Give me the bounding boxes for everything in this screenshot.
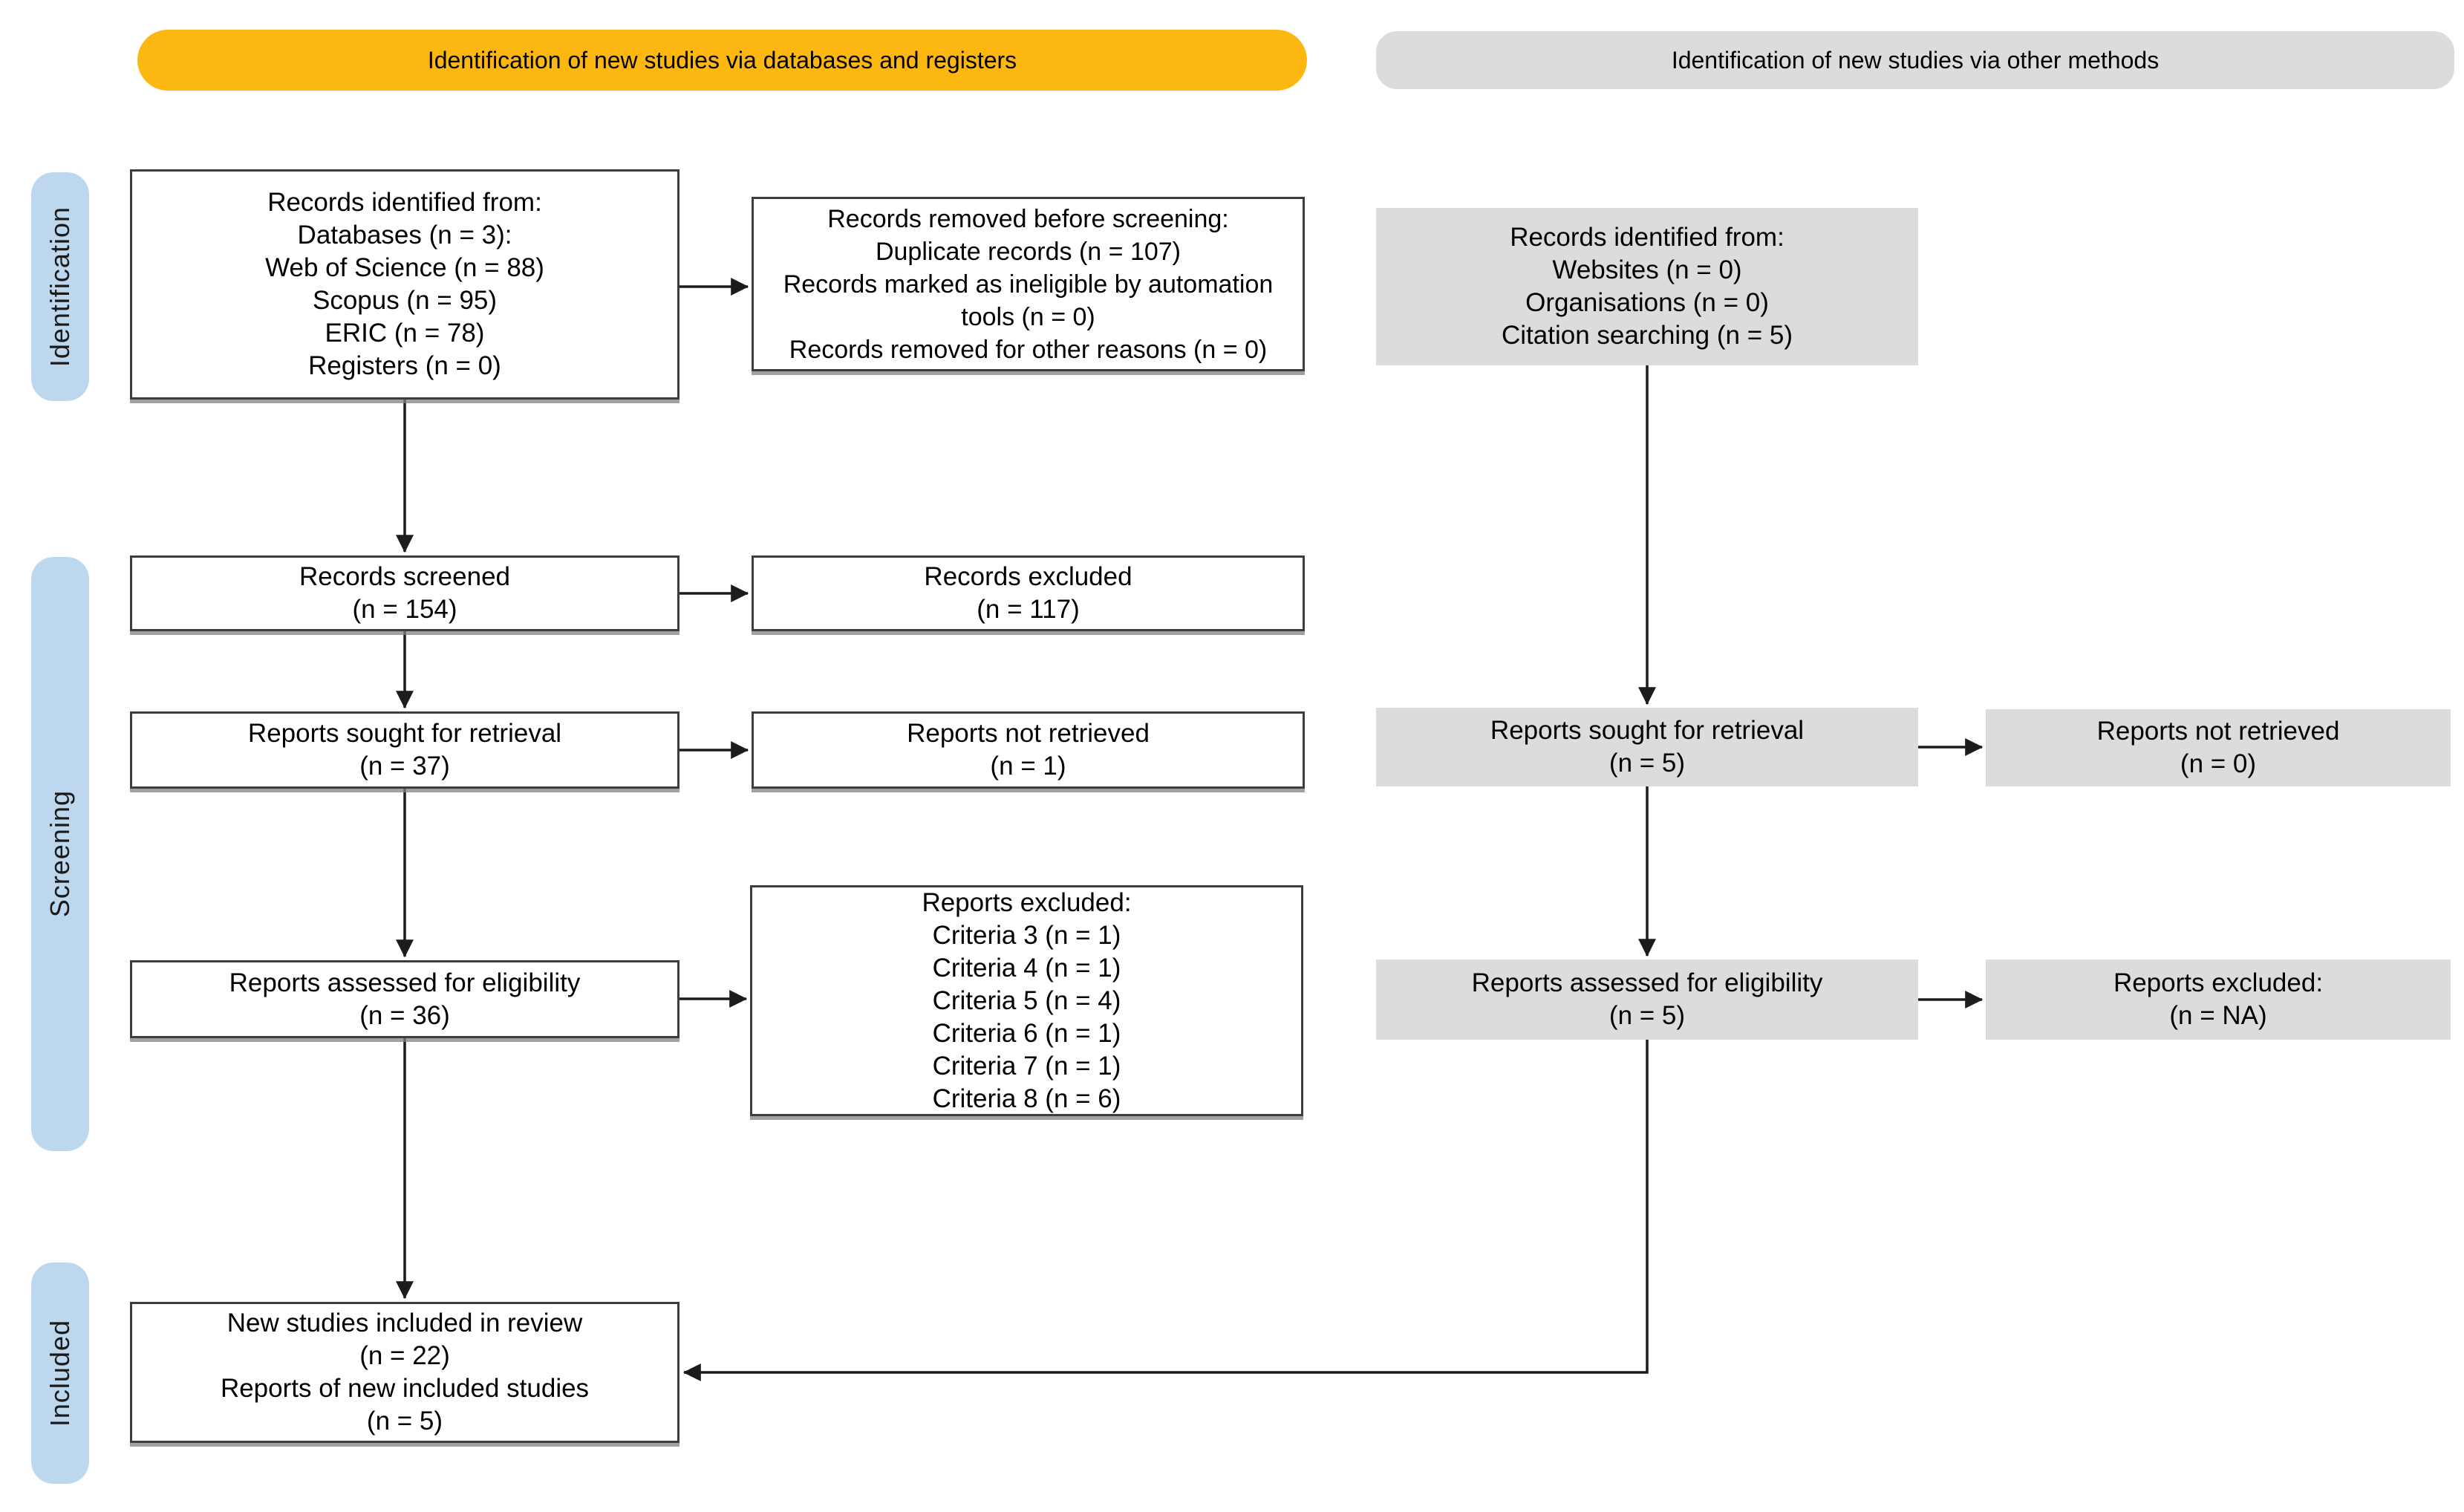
- text-line: Reports assessed for eligibility: [1471, 968, 1823, 997]
- stage-identification: Identification: [31, 172, 89, 401]
- text-line: (n = 5): [366, 1407, 443, 1436]
- box-reports-excluded-criteria: Reports excluded: Criteria 3 (n = 1) Cri…: [750, 885, 1303, 1116]
- text-line: Records removed for other reasons (n = 0…: [789, 335, 1268, 364]
- box-reports-not-retrieved: Reports not retrieved (n = 1): [752, 711, 1305, 789]
- text-line: ERIC (n = 78): [325, 319, 485, 348]
- stage-included: Included: [31, 1262, 89, 1484]
- box-records-excluded: Records excluded (n = 117): [752, 555, 1305, 631]
- text-line: Reports sought for retrieval: [1490, 716, 1805, 745]
- box-records-removed-before-screening: Records removed before screening: Duplic…: [752, 197, 1305, 371]
- box-reports-sought: Reports sought for retrieval (n = 37): [130, 711, 679, 789]
- text-line: Records identified from:: [1510, 223, 1785, 252]
- text-line: Scopus (n = 95): [312, 286, 498, 315]
- text-line: Organisations (n = 0): [1525, 288, 1769, 317]
- text-line: Citation searching (n = 5): [1501, 321, 1793, 350]
- text-line: Criteria 3 (n = 1): [932, 920, 1121, 950]
- text-line: Records excluded: [924, 562, 1132, 591]
- text-line: Registers (n = 0): [308, 351, 501, 380]
- text-line: (n = 36): [359, 1000, 450, 1030]
- text-line: Criteria 6 (n = 1): [932, 1018, 1121, 1048]
- box-records-screened: Records screened (n = 154): [130, 555, 679, 631]
- box-records-identified-databases: Records identified from: Databases (n = …: [130, 169, 679, 400]
- text-line: Reports excluded:: [2113, 968, 2324, 997]
- text-line: (n = 154): [352, 595, 457, 624]
- text-line: (n = 5): [1609, 1001, 1686, 1030]
- stage-included-label: Included: [45, 1319, 75, 1427]
- text-line: Reports sought for retrieval: [247, 719, 562, 748]
- text-line: New studies included in review: [226, 1309, 583, 1337]
- header-databases-registers-label: Identification of new studies via databa…: [427, 47, 1017, 74]
- box-new-studies-included: New studies included in review (n = 22) …: [130, 1302, 679, 1443]
- text-line: Criteria 4 (n = 1): [932, 953, 1121, 983]
- text-line: Criteria 8 (n = 6): [932, 1084, 1121, 1113]
- text-line: (n = 117): [977, 595, 1080, 624]
- text-line: Reports of new included studies: [220, 1374, 590, 1403]
- text-line: Records identified from:: [267, 188, 542, 217]
- text-line: Duplicate records (n = 107): [875, 237, 1182, 266]
- text-line: Reports not retrieved: [2096, 717, 2340, 746]
- text-line: Records marked as ineligible by automati…: [783, 270, 1274, 331]
- stage-screening-label: Screening: [45, 790, 75, 918]
- box-records-identified-other: Records identified from: Websites (n = 0…: [1376, 208, 1918, 365]
- box-other-reports-sought: Reports sought for retrieval (n = 5): [1376, 708, 1918, 786]
- text-line: (n = 5): [1609, 749, 1686, 778]
- text-line: Websites (n = 0): [1552, 255, 1742, 284]
- text-line: (n = 1): [990, 752, 1066, 781]
- box-other-reports-excluded: Reports excluded: (n = NA): [1986, 959, 2451, 1040]
- text-line: (n = 0): [2180, 749, 2257, 778]
- text-line: Criteria 7 (n = 1): [932, 1051, 1121, 1081]
- header-other-methods: Identification of new studies via other …: [1376, 31, 2454, 89]
- arrow-other-assessed-to-included: [682, 1040, 1649, 1381]
- box-reports-assessed: Reports assessed for eligibility (n = 36…: [130, 960, 679, 1038]
- text-line: Databases (n = 3):: [297, 221, 512, 250]
- text-line: Records screened: [299, 562, 511, 591]
- text-line: (n = 37): [359, 752, 450, 781]
- stage-screening: Screening: [31, 557, 89, 1151]
- text-line: (n = NA): [2169, 1001, 2267, 1030]
- stage-identification-label: Identification: [45, 206, 75, 368]
- text-line: Reports excluded:: [922, 887, 1132, 917]
- text-line: (n = 22): [359, 1341, 450, 1370]
- text-line: Criteria 5 (n = 4): [932, 985, 1121, 1015]
- text-line: Web of Science (n = 88): [265, 253, 544, 282]
- text-line: Reports not retrieved: [907, 719, 1150, 748]
- header-databases-registers: Identification of new studies via databa…: [137, 30, 1307, 91]
- header-other-methods-label: Identification of new studies via other …: [1671, 47, 2160, 74]
- text-line: Reports assessed for eligibility: [229, 968, 581, 997]
- box-other-reports-not-retrieved: Reports not retrieved (n = 0): [1986, 709, 2451, 786]
- box-other-reports-assessed: Reports assessed for eligibility (n = 5): [1376, 959, 1918, 1040]
- text-line: Records removed before screening:: [827, 204, 1229, 233]
